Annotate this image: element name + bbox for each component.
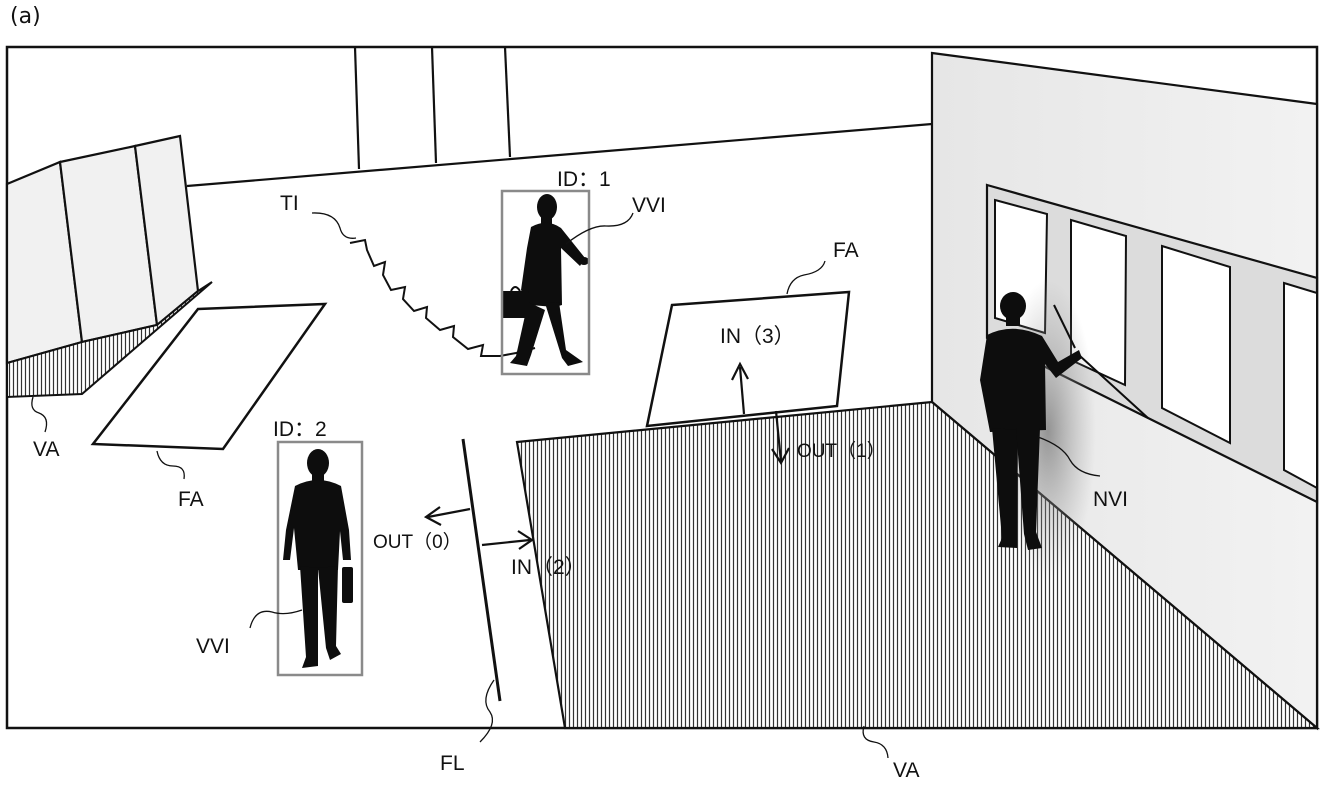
label-id1: ID：1 <box>557 168 611 191</box>
label-vvi-top: VVI <box>632 194 666 217</box>
filter-line <box>461 438 502 702</box>
label-in3: IN（3） <box>720 325 795 348</box>
person-id1-silhouette <box>501 194 589 366</box>
invalid-area-left <box>6 281 213 399</box>
person-id2-silhouette <box>283 449 353 668</box>
person-nvi-silhouette <box>980 292 1149 550</box>
leader-lines <box>31 212 1101 759</box>
filter-area-right <box>645 290 851 428</box>
label-id2: ID：2 <box>273 418 327 441</box>
label-va-bottom: VA <box>893 759 919 782</box>
label-va-left: VA <box>33 438 59 461</box>
label-fl: FL <box>440 752 465 775</box>
label-out1: OUT（1） <box>797 440 886 462</box>
figure-label: (a) <box>10 4 41 29</box>
filter-area-left <box>90 302 328 451</box>
label-fa-right: FA <box>833 239 859 262</box>
bbox-id1 <box>500 189 591 376</box>
label-out0: OUT（0） <box>373 531 462 553</box>
label-vvi-bottom: VVI <box>196 635 230 658</box>
label-nvi: NVI <box>1093 488 1128 511</box>
label-in2: IN（2） <box>511 556 586 579</box>
label-ti: TI <box>280 192 299 215</box>
back-wall <box>186 46 933 188</box>
bbox-id2 <box>276 440 364 677</box>
direction-arrows <box>423 361 790 550</box>
label-fa-left: FA <box>178 488 204 511</box>
trajectory-line <box>349 238 536 357</box>
invalid-area-right <box>515 400 1321 730</box>
